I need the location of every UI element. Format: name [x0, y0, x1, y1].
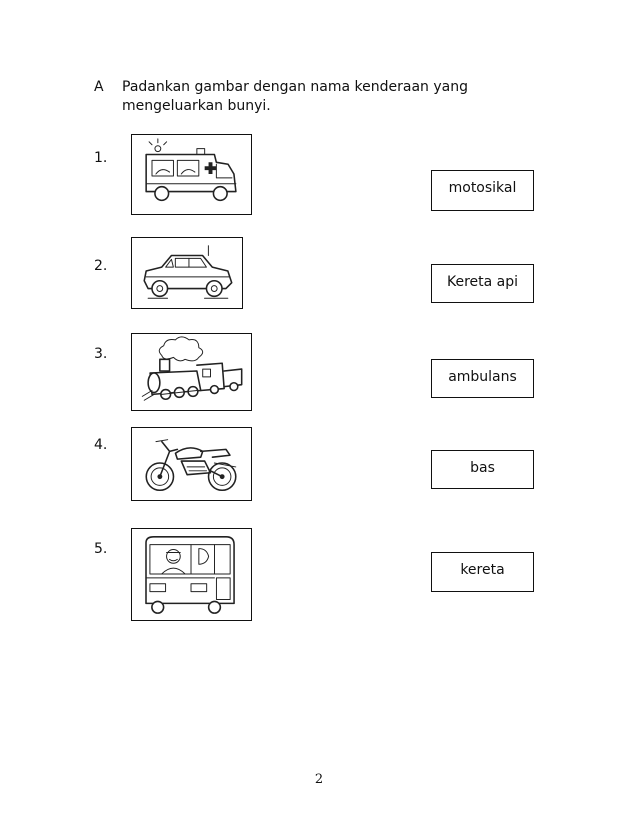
motorcycle-icon [145, 439, 237, 492]
page-number: 2 [314, 772, 324, 787]
picture-box-3 [131, 333, 252, 411]
picture-box-4 [131, 427, 252, 501]
car-icon [143, 245, 233, 299]
answer-label-1: motosikal [431, 170, 534, 211]
instruction-line-2: mengeluarkan bunyi. [122, 98, 271, 114]
ambulance-icon [145, 138, 237, 202]
picture-box-5 [131, 528, 252, 621]
answer-label-text: ambulans [448, 369, 517, 385]
answer-label-text: bas [470, 460, 495, 476]
section-letter: A [94, 79, 104, 95]
answer-label-text: motosikal [448, 180, 517, 196]
answer-label-text: kereta [460, 562, 505, 578]
answer-label-4: bas [431, 450, 534, 489]
answer-label-text: Kereta api [446, 274, 519, 290]
train-icon [141, 336, 243, 401]
item-number-2: 2. [94, 258, 108, 274]
picture-box-1 [131, 134, 252, 215]
answer-label-5: kereta [431, 552, 534, 592]
instruction-line-1: Padankan gambar dengan nama kenderaan ya… [122, 79, 469, 95]
picture-box-2 [131, 237, 243, 309]
item-number-1: 1. [94, 150, 108, 166]
answer-label-2: Kereta api [431, 264, 534, 303]
bus-icon [145, 536, 235, 614]
item-number-3: 3. [94, 346, 108, 362]
answer-label-3: ambulans [431, 359, 534, 398]
item-number-4: 4. [94, 437, 108, 453]
item-number-5: 5. [94, 541, 108, 557]
